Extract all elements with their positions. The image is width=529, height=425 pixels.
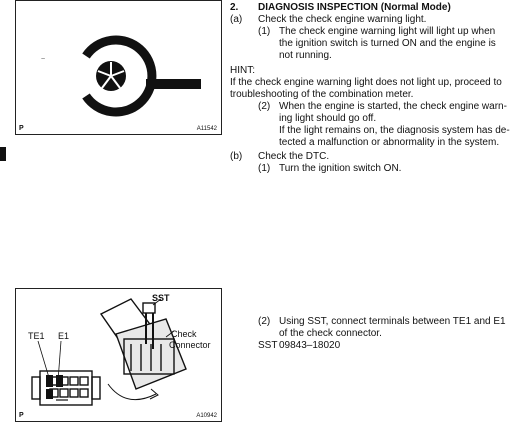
- step-a-label: (a): [230, 14, 243, 25]
- check-connector-illustration: [31, 298, 187, 406]
- section-title: DIAGNOSIS INSPECTION (Normal Mode): [258, 2, 451, 13]
- step-a2-line: tected a malfunction or abnormality in t…: [279, 137, 500, 148]
- step-b2-number: (2): [258, 316, 271, 327]
- figure-id: A10942: [196, 413, 217, 419]
- step-a1-line: The check engine warning light will ligh…: [279, 26, 496, 37]
- hint-line: troubleshooting of the combination meter…: [230, 89, 414, 100]
- step-a-text: Check the check engine warning light.: [258, 14, 427, 25]
- e1-label: E1: [58, 331, 70, 341]
- check-engine-light-illustration: ~: [41, 35, 201, 117]
- figure-id: A11542: [196, 126, 217, 132]
- sst-part-number: 09843–18020: [279, 340, 341, 351]
- sst-label: SST: [152, 293, 170, 303]
- connector-label: Connector: [169, 340, 211, 350]
- step-b-text: Check the DTC.: [258, 151, 330, 162]
- step-a1-line: the ignition switch is turned ON and the…: [279, 38, 496, 49]
- step-b-label: (b): [230, 151, 243, 162]
- figure-p-label: P: [19, 412, 24, 419]
- hint-label: HINT:: [230, 65, 255, 76]
- step-a1-number: (1): [258, 26, 271, 37]
- section-number: 2.: [230, 2, 239, 13]
- step-b1-text: Turn the ignition switch ON.: [279, 163, 402, 174]
- step-b1-number: (1): [258, 163, 271, 174]
- step-a2-line: If the light remains on, the diagnosis s…: [279, 125, 510, 136]
- step-b2-line: of the check connector.: [279, 328, 382, 339]
- step-b2-line: Using SST, connect terminals between TE1…: [279, 316, 506, 327]
- step-a1-line: not running.: [279, 50, 332, 61]
- hint-line: If the check engine warning light does n…: [230, 77, 502, 88]
- te1-label: TE1: [28, 331, 45, 341]
- svg-text:~: ~: [41, 56, 45, 63]
- step-a2-line: ing light should go off.: [279, 113, 377, 124]
- figure-warning-light: ~ P A11542: [15, 0, 222, 135]
- check-label: Check: [171, 329, 197, 339]
- step-a2-number: (2): [258, 101, 271, 112]
- figure-check-connector: SST Check Connector TE1 E1 P A10942: [15, 288, 222, 422]
- section-tab-marker: [0, 147, 6, 161]
- step-a2-line: When the engine is started, the check en…: [279, 101, 507, 112]
- sst-label-text: SST: [258, 340, 278, 351]
- figure-p-label: P: [19, 125, 24, 132]
